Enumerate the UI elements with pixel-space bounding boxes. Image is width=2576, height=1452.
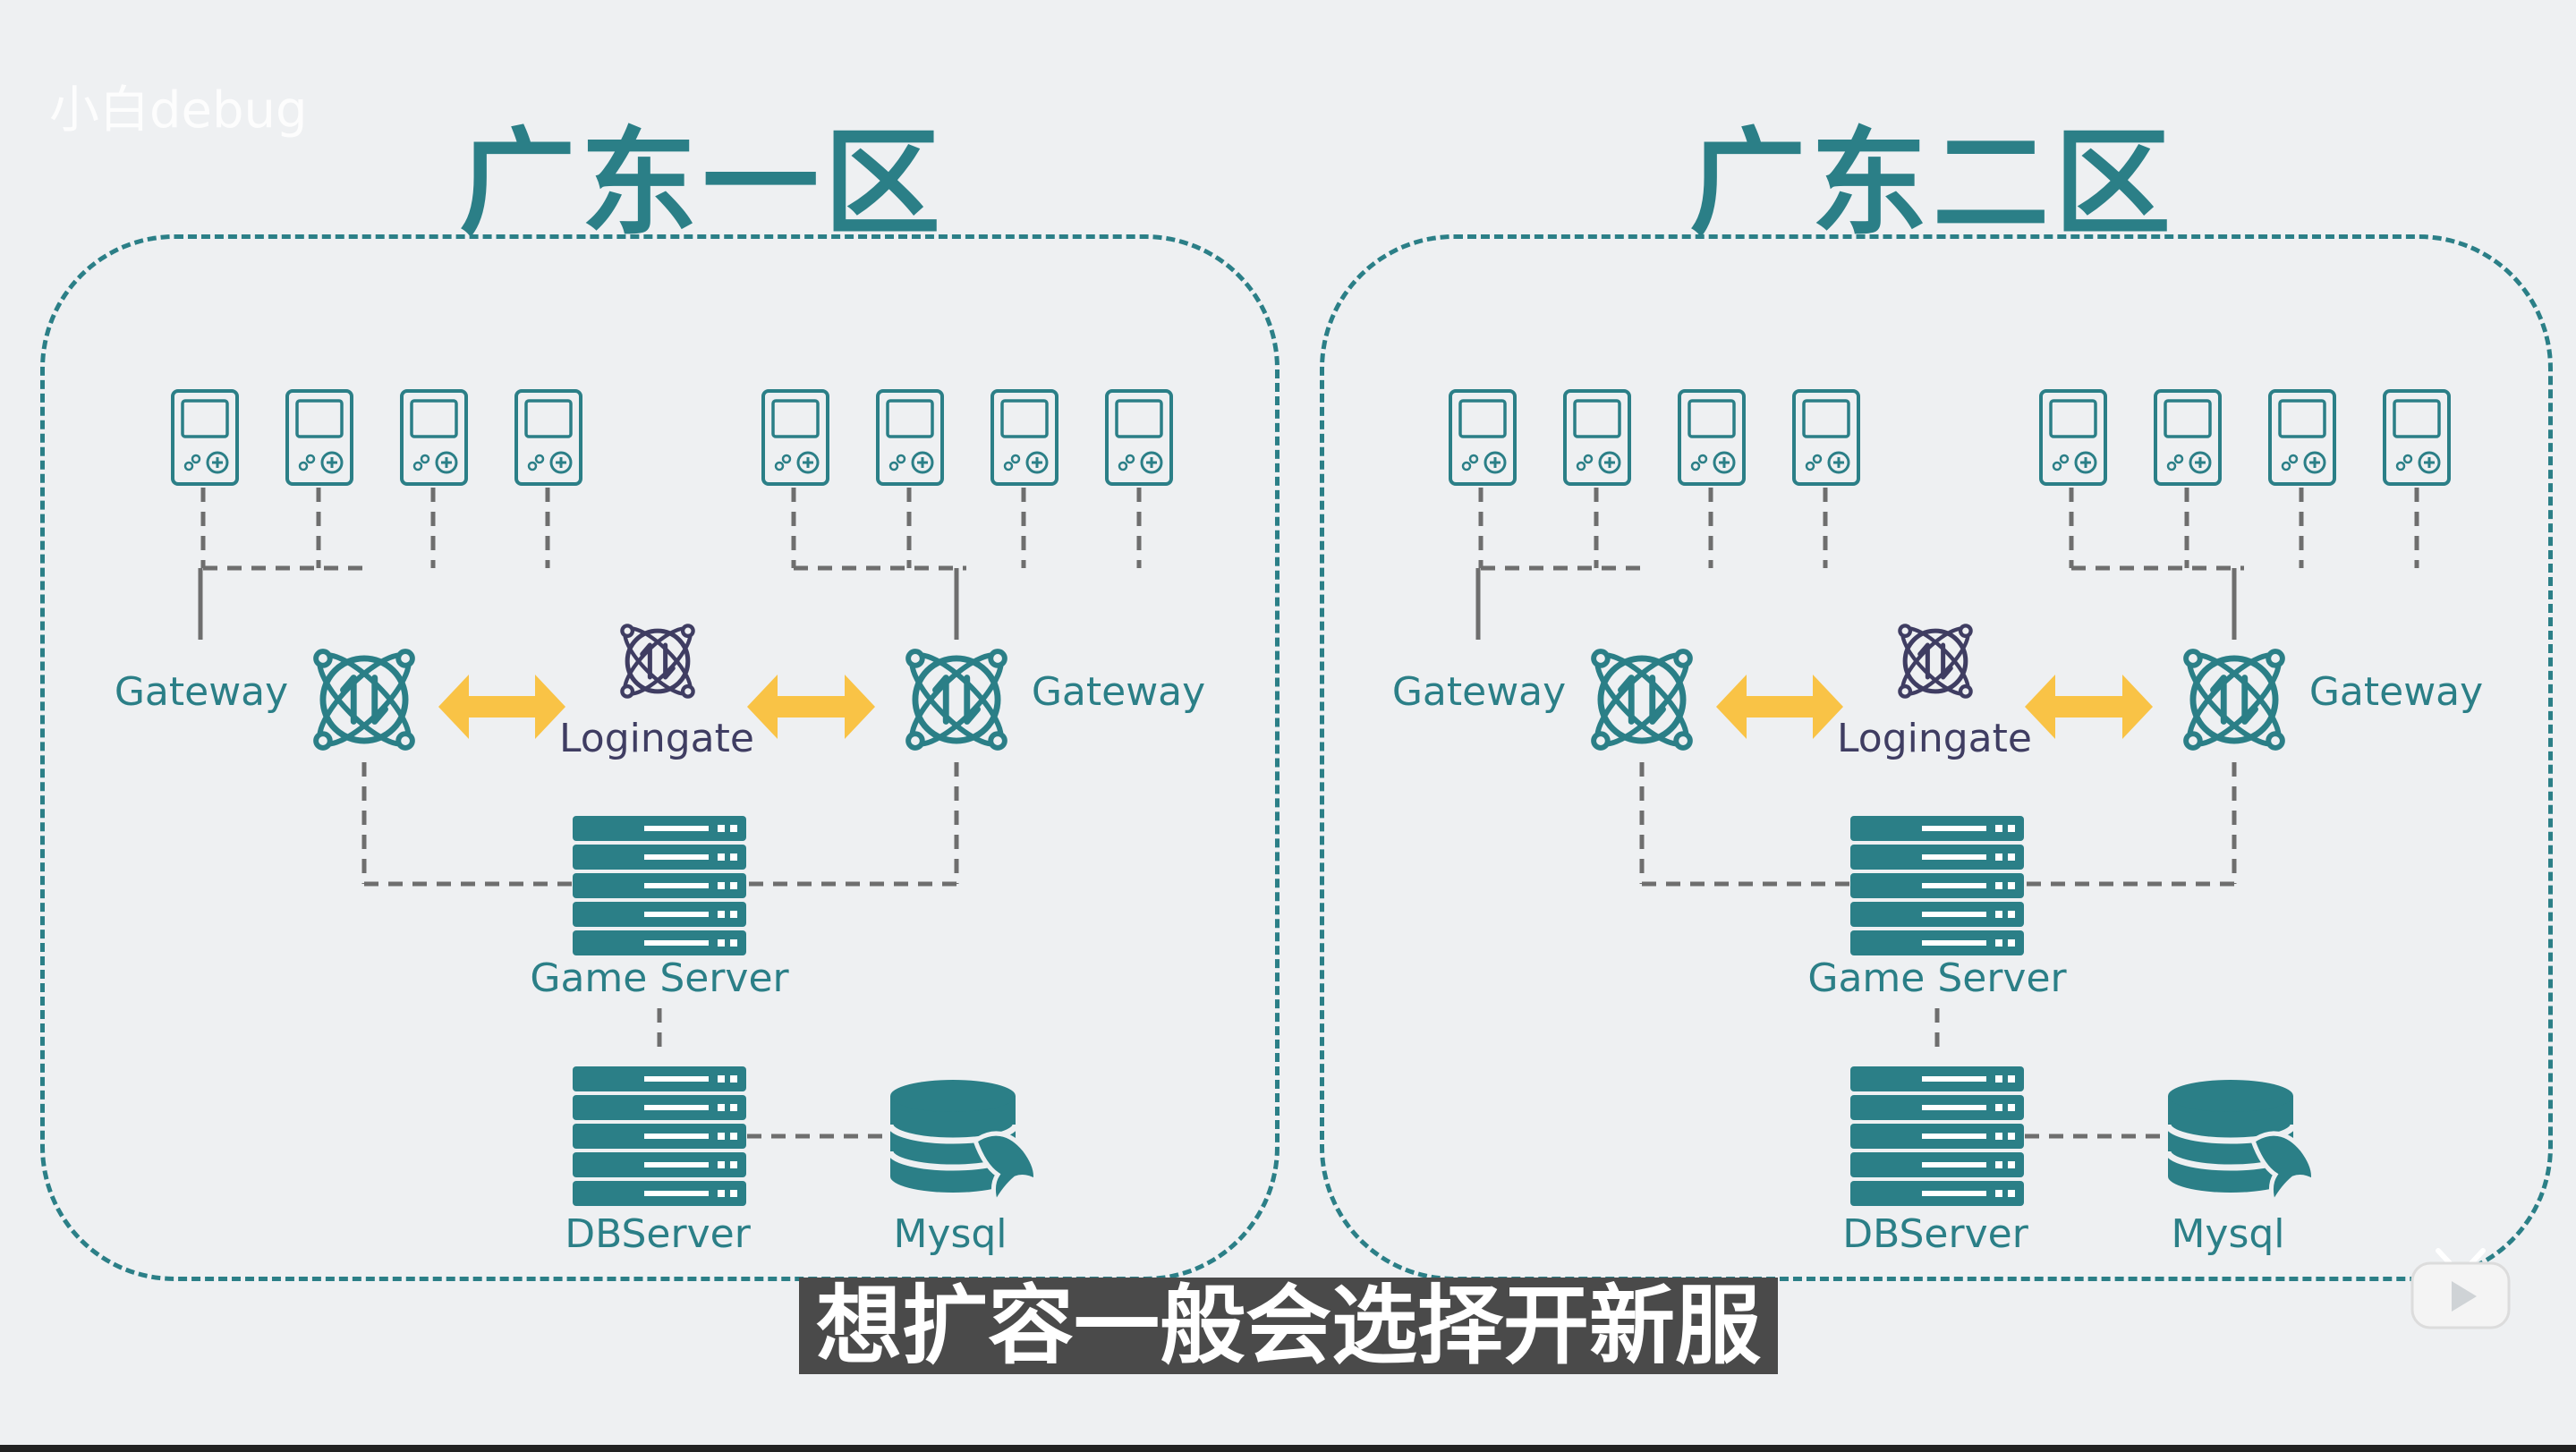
double-arrow-icon (438, 675, 565, 739)
zone-1-title: 广东一区 (458, 115, 946, 251)
client-device-icon (761, 389, 829, 486)
zone-2-title: 广东二区 (1688, 115, 2176, 251)
zone-2-game-server-label: Game Server (1807, 955, 2067, 1001)
client-device-icon (1105, 389, 1173, 486)
zone-2-boundary (1320, 234, 2553, 1281)
client-device-icon (1449, 389, 1517, 486)
client-device-icon (1792, 389, 1860, 486)
client-device-icon (171, 389, 239, 486)
client-device-icon (514, 389, 582, 486)
zone-1-dbserver-label: DBServer (565, 1211, 751, 1257)
db-server-icon (573, 1066, 746, 1206)
game-server-icon (573, 816, 746, 955)
gateway-right-icon (905, 649, 1007, 751)
zone-1-boundary (40, 234, 1279, 1281)
client-device-icon (990, 389, 1058, 486)
client-device-icon (2383, 389, 2451, 486)
client-device-icon (876, 389, 944, 486)
client-device-icon (400, 389, 468, 486)
watermark: 小白debug (49, 81, 308, 140)
double-arrow-icon (747, 675, 875, 739)
client-device-icon (1563, 389, 1631, 486)
client-device-icon (285, 389, 353, 486)
client-device-icon (2154, 389, 2222, 486)
double-arrow-icon (1716, 675, 1843, 739)
db-server-icon (1850, 1066, 2024, 1206)
game-server-icon (1850, 816, 2024, 955)
mysql-database-icon (887, 1080, 1038, 1210)
zone-2-gateway-right-label: Gateway (2308, 669, 2484, 715)
zone-2-gateway-left-label: Gateway (1391, 669, 1567, 715)
zone-2-logingate-label: Logingate (1837, 716, 2032, 761)
zone-2-dbserver-label: DBServer (1842, 1211, 2028, 1257)
zone-1-mysql-label: Mysql (893, 1211, 1007, 1257)
zone-1-gateway-right-label: Gateway (1031, 669, 1206, 715)
gateway-left-icon (313, 649, 415, 751)
zone-1-gateway-left-label: Gateway (114, 669, 289, 715)
logingate-icon (1898, 624, 1973, 699)
client-device-icon (2268, 389, 2336, 486)
mysql-database-icon (2164, 1080, 2316, 1210)
gateway-right-icon (2183, 649, 2285, 751)
client-device-icon (1678, 389, 1746, 486)
client-device-icon (2039, 389, 2107, 486)
zone-1-logingate-label: Logingate (559, 716, 754, 761)
gateway-left-icon (1591, 649, 1693, 751)
double-arrow-icon (2025, 675, 2153, 739)
video-player-icon[interactable] (2407, 1244, 2514, 1333)
logingate-icon (620, 624, 695, 699)
video-progress-track[interactable] (0, 1445, 2576, 1452)
video-subtitle: 想扩容一般会选择开新服 (799, 1278, 1778, 1374)
zone-1-game-server-label: Game Server (530, 955, 789, 1001)
zone-2-mysql-label: Mysql (2171, 1211, 2285, 1257)
